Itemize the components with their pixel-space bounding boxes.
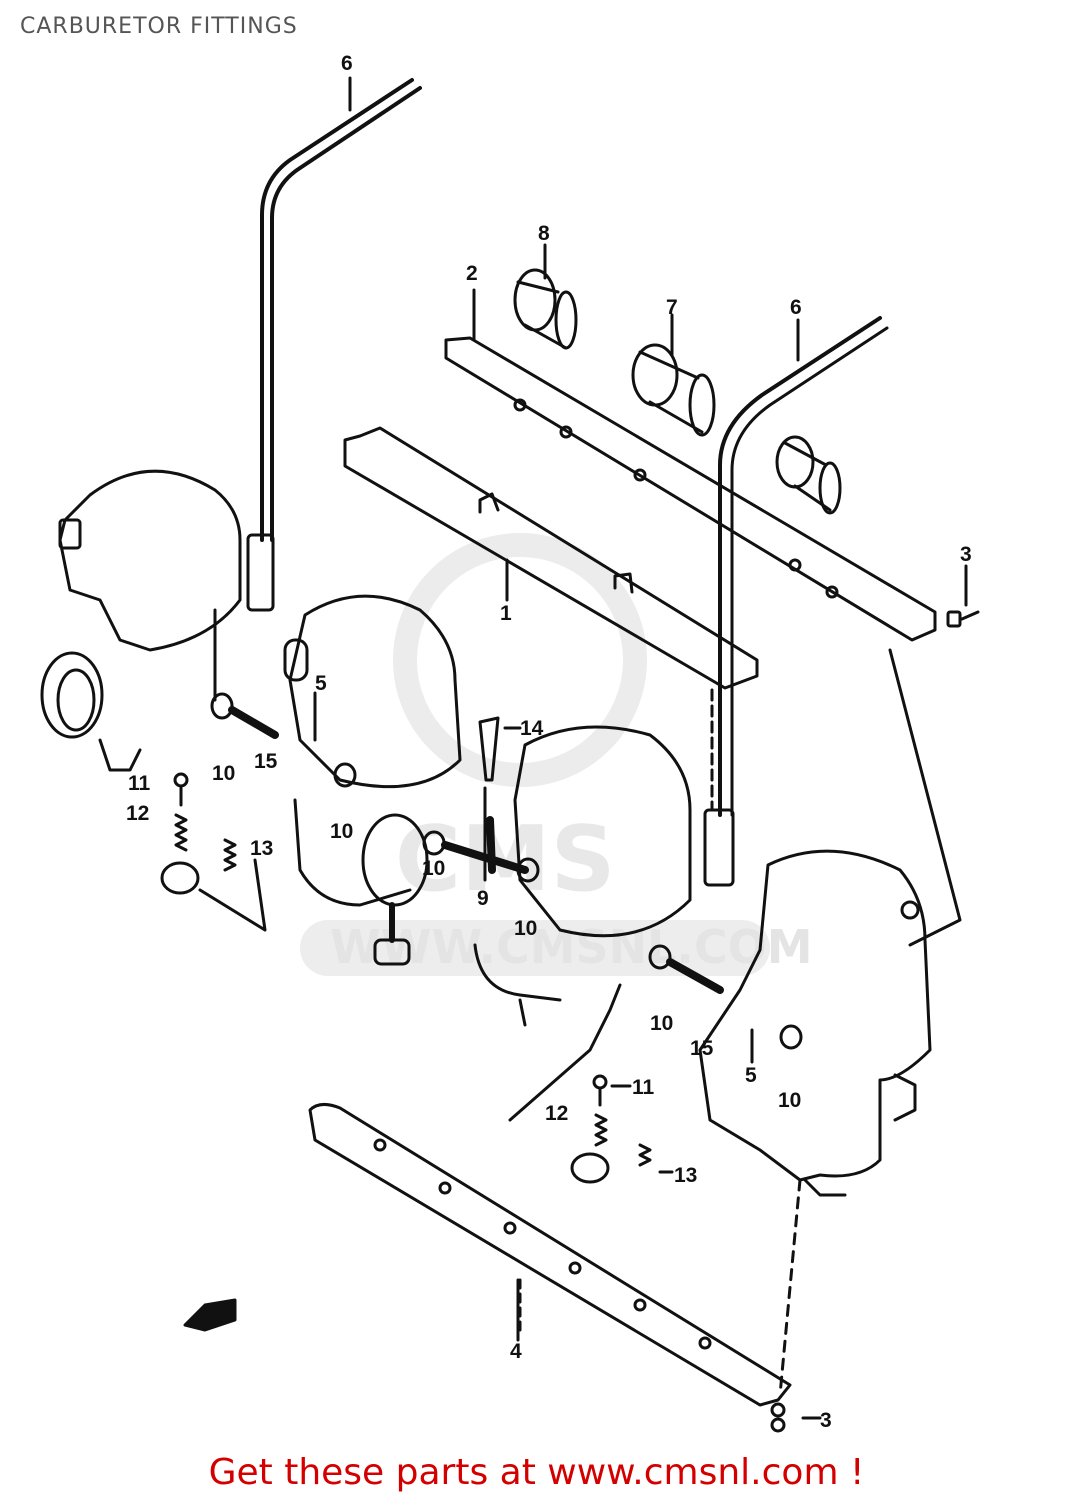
callout-10-b: 10 [330, 820, 353, 843]
hose-7 [631, 343, 716, 437]
spring-12-right [594, 1113, 608, 1147]
forward-arrow-icon [183, 1298, 237, 1332]
callouts: 6 6 8 7 2 1 3 3 4 5 5 14 9 10 10 10 10 1… [126, 52, 972, 1432]
carburetor-4 [698, 849, 932, 1182]
callout-8: 8 [538, 222, 550, 245]
callout-10-c: 10 [422, 857, 445, 880]
hose-8 [513, 268, 578, 350]
callout-9: 9 [477, 887, 489, 910]
watermark-url: WWW.CMSNL.COM [330, 920, 813, 974]
callout-7: 7 [666, 296, 678, 319]
knob-right [570, 1152, 610, 1184]
screw-11-left [173, 772, 189, 807]
nipple-14 [478, 716, 500, 782]
callout-6-left: 6 [341, 52, 353, 75]
spring-10-b [333, 762, 357, 788]
screw-3-top [946, 610, 980, 628]
callout-5-right: 5 [745, 1064, 757, 1087]
callout-10-e: 10 [650, 1012, 673, 1035]
screw-3-bottom [770, 1402, 786, 1433]
callout-11-left: 11 [128, 772, 151, 795]
tube-end-left [246, 533, 275, 612]
callout-10-a: 10 [212, 762, 235, 785]
spring-10-a [210, 692, 279, 739]
callout-3-bottom: 3 [820, 1409, 832, 1432]
callout-2: 2 [466, 262, 478, 285]
callout-14: 14 [520, 717, 544, 740]
callout-5-left: 5 [315, 672, 327, 695]
footer-link[interactable]: Get these parts at www.cmsnl.com ! [208, 1452, 865, 1493]
tube-end-right [703, 808, 735, 887]
carburetor-3 [513, 725, 692, 938]
callout-15-right: 15 [690, 1037, 714, 1060]
knob-left [160, 861, 200, 895]
spring-12-left [174, 813, 188, 852]
callout-10-d: 10 [514, 917, 537, 940]
callout-13-left: 13 [250, 837, 273, 860]
hose-right [775, 435, 842, 515]
vent-tube-left [260, 78, 414, 542]
page-title: CARBURETOR FITTINGS [20, 14, 298, 39]
spring-10-e [648, 944, 724, 994]
callout-15-left: 15 [254, 750, 278, 773]
bracket-1 [343, 426, 759, 690]
callout-3-top: 3 [960, 543, 972, 566]
carburetor-1 [58, 469, 242, 652]
callout-11-right: 11 [632, 1076, 655, 1099]
carburetor-2 [288, 594, 462, 789]
spring-13-right [638, 1143, 652, 1167]
callout-12-right: 12 [545, 1102, 568, 1125]
callout-4: 4 [510, 1340, 522, 1363]
bracket-4 [308, 1103, 792, 1407]
bracket-2 [444, 336, 937, 642]
callout-1: 1 [500, 602, 512, 625]
screw-11-right [592, 1074, 608, 1107]
spring-10-f [779, 1024, 803, 1050]
callout-12-left: 12 [126, 802, 149, 825]
vent-tube-right [718, 316, 882, 817]
watermark: CMS WWW.CMSNL.COM [300, 533, 813, 976]
callout-6-right: 6 [790, 296, 802, 319]
spring-13-left [223, 838, 237, 872]
callout-13-right: 13 [674, 1164, 697, 1187]
callout-10-f: 10 [778, 1089, 801, 1112]
watermark-logo: CMS [395, 807, 615, 912]
